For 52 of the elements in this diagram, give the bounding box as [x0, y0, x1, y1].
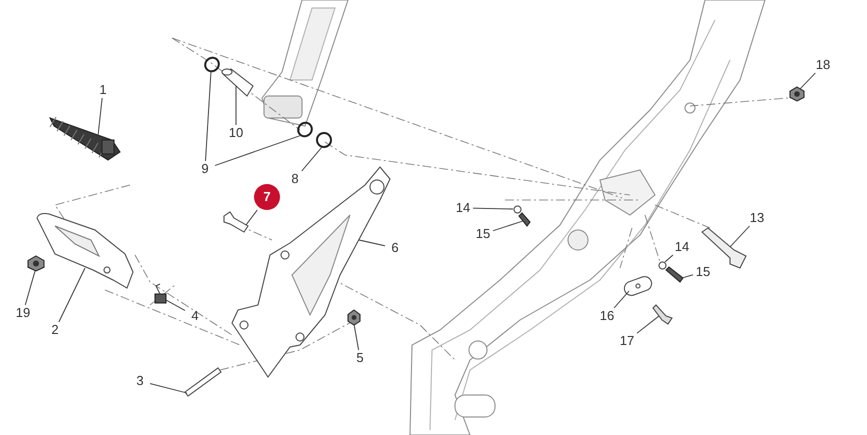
callout-number: 2	[45, 322, 65, 338]
callout-number: 13	[747, 210, 767, 226]
leader-line	[246, 210, 258, 226]
callout-number: 14	[672, 239, 692, 255]
callout-number: 17	[617, 333, 637, 349]
ball-drawing	[513, 205, 522, 214]
leader-line	[58, 268, 86, 322]
leader-line	[98, 98, 103, 136]
leader-line	[682, 274, 694, 278]
nut-drawing	[790, 87, 804, 101]
callout-number: 15	[693, 264, 713, 280]
grub-screw-drawing	[665, 267, 684, 283]
callout-number: 14	[453, 200, 473, 216]
callout-number: 18	[813, 57, 833, 73]
leader-line	[492, 220, 524, 232]
callout-number: 7	[254, 184, 280, 210]
leader-line	[24, 270, 36, 306]
leader-line	[730, 226, 750, 248]
screw-drawing	[652, 305, 672, 324]
callout-number: 1	[93, 82, 113, 98]
callout-number: 9	[195, 161, 215, 177]
nut-drawing	[348, 310, 360, 325]
leader-line	[150, 383, 188, 394]
leader-line	[358, 240, 386, 246]
callout-number: 5	[350, 350, 370, 366]
leader-line	[636, 316, 660, 334]
leader-line	[301, 146, 322, 172]
callout-number: 10	[226, 125, 246, 141]
circlip-drawing	[204, 56, 220, 73]
bushing-drawing	[221, 68, 255, 98]
ball-drawing	[658, 261, 667, 270]
leader-line	[614, 290, 630, 308]
plate-drawing	[623, 277, 653, 295]
nut-drawing	[28, 256, 44, 271]
leader-line	[166, 300, 186, 311]
grub-screw-drawing	[518, 213, 531, 227]
callout-number: 15	[473, 226, 493, 242]
leader-line	[214, 134, 302, 166]
leader-line	[472, 208, 514, 210]
washer-drawing	[316, 131, 332, 149]
leader-line	[205, 70, 212, 162]
bolt-drawing	[222, 212, 250, 234]
leader-line	[800, 72, 816, 90]
callout-number: 4	[185, 308, 205, 324]
leader-line	[354, 324, 360, 350]
leader-line	[664, 254, 674, 262]
callout-number: 3	[130, 373, 150, 389]
callout-number: 6	[385, 240, 405, 256]
circlip-drawing	[297, 121, 313, 138]
callout-number: 16	[597, 308, 617, 324]
callout-number: 19	[13, 305, 33, 321]
callout-number: 8	[285, 171, 305, 187]
